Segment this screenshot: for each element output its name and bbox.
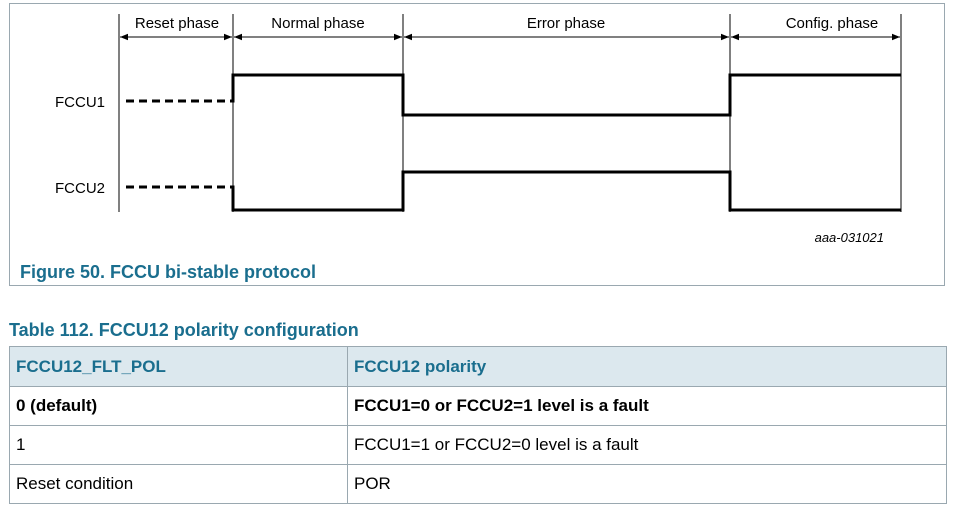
row-value: Reset condition (9, 464, 348, 504)
header-flt-pol: FCCU12_FLT_POL (9, 346, 348, 387)
signal-label-fccu2: FCCU2 (55, 180, 105, 197)
row-value: 1 (9, 425, 348, 465)
phase-label-normal: Normal phase (271, 15, 364, 32)
phase-boundaries (118, 14, 902, 212)
phase-label-error: Error phase (527, 15, 605, 32)
phase-label-config: Config. phase (786, 15, 879, 32)
row-description: FCCU1=1 or FCCU2=0 level is a fault (347, 425, 947, 465)
row-value: 0 (default) (9, 386, 348, 426)
table-row: 1 FCCU1=1 or FCCU2=0 level is a fault (9, 425, 947, 465)
polarity-table: FCCU12_FLT_POL FCCU12 polarity 0 (defaul… (9, 346, 947, 504)
fccu2-waveform (230, 170, 901, 212)
row-description: POR (347, 464, 947, 504)
table-header-row: FCCU12_FLT_POL FCCU12 polarity (9, 346, 947, 387)
table-row: 0 (default) FCCU1=0 or FCCU2=1 level is … (9, 386, 947, 426)
figure-frame: Reset phase Normal phase Error phase Con… (9, 3, 945, 286)
phase-label-reset: Reset phase (135, 15, 219, 32)
figure-id: aaa-031021 (815, 230, 884, 245)
table-caption: Table 112. FCCU12 polarity configuration (9, 320, 359, 340)
table-row: Reset condition POR (9, 464, 947, 504)
header-polarity: FCCU12 polarity (347, 346, 947, 387)
signal-label-fccu1: FCCU1 (55, 94, 105, 111)
figure-caption: Figure 50. FCCU bi-stable protocol (20, 262, 317, 282)
timing-diagram: Reset phase Normal phase Error phase Con… (55, 14, 902, 245)
row-description: FCCU1=0 or FCCU2=1 level is a fault (347, 386, 947, 426)
fccu1-waveform (230, 73, 901, 117)
